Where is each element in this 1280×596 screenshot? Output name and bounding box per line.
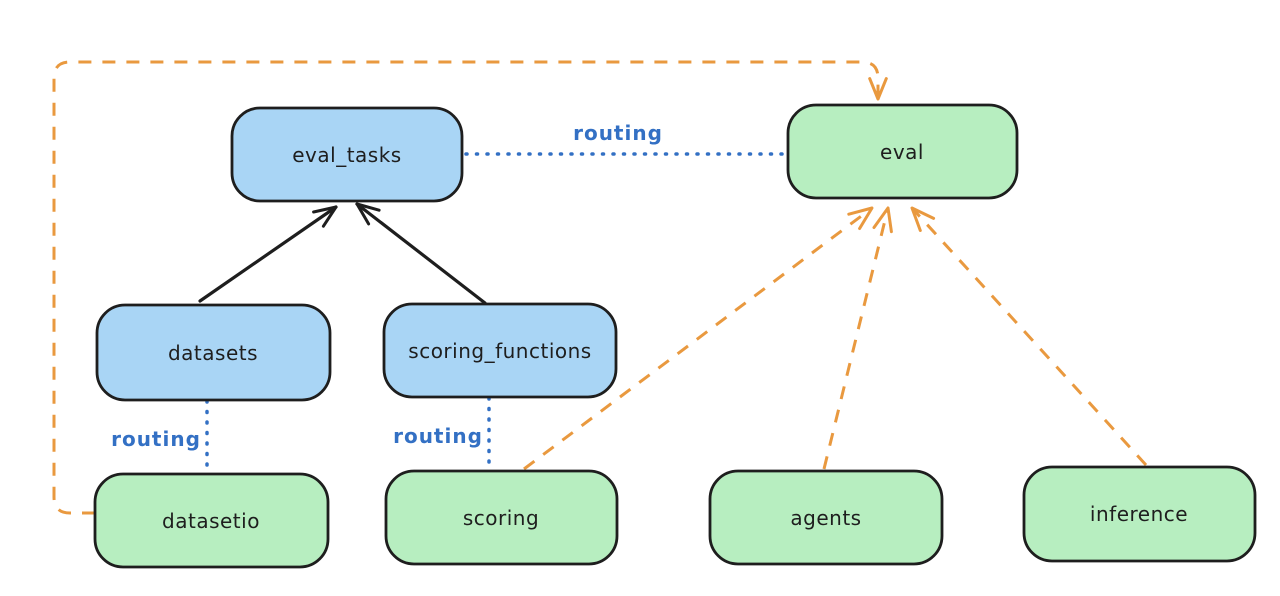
node-scoring_functions: scoring_functions: [382, 302, 618, 399]
edge-scoring_functions-eval_tasks: [355, 202, 487, 305]
node-agents-box: [708, 469, 944, 566]
arrowhead-scoring_functions-eval_tasks: [355, 202, 381, 226]
arrowhead-datasetio-eval: [868, 77, 888, 101]
arrowhead-datasets-eval_tasks: [312, 205, 338, 228]
node-eval_tasks: eval_tasks: [230, 106, 464, 203]
edge-datasets-datasetio: routing: [111, 399, 209, 473]
arrowhead-inference-eval: [910, 206, 936, 232]
node-scoring-box: [384, 469, 619, 566]
node-scoring: scoring: [384, 469, 619, 566]
node-datasets: datasets: [95, 303, 332, 402]
node-inference-label: inference: [1090, 502, 1188, 526]
node-eval-label: eval: [880, 140, 924, 164]
node-inference-box: [1022, 465, 1257, 563]
edge-scoring-eval: [523, 206, 874, 471]
node-agents-label: agents: [790, 506, 861, 530]
edge-scoring_functions-scoring: routing: [393, 396, 491, 470]
node-datasets-label: datasets: [168, 341, 258, 365]
node-eval-box: [786, 103, 1019, 200]
arrowhead-agents-eval: [872, 206, 893, 234]
edge-inference-eval-line: [910, 206, 1148, 467]
node-inference: inference: [1022, 465, 1257, 563]
node-eval_tasks-label: eval_tasks: [292, 143, 401, 167]
edge-label-routing-top: routing: [573, 121, 663, 145]
edge-agents-eval-line: [822, 207, 890, 470]
node-datasets-box: [95, 303, 332, 402]
edge-datasets-eval_tasks: [198, 205, 338, 303]
node-scoring-label: scoring: [463, 506, 539, 530]
edge-agents-eval: [822, 206, 893, 470]
edge-datasetio-eval: [52, 60, 888, 515]
node-eval_tasks-box: [230, 106, 464, 203]
edge-label-routing-middle: routing: [393, 424, 483, 448]
edge-eval_tasks-eval: routing: [464, 121, 788, 156]
node-datasetio: datasetio: [93, 472, 330, 569]
node-datasetio-label: datasetio: [162, 509, 260, 533]
node-eval: eval: [786, 103, 1019, 200]
edge-scoring_functions-eval_tasks-line: [355, 202, 487, 305]
node-scoring_functions-label: scoring_functions: [408, 339, 591, 363]
arrowhead-scoring-eval: [847, 206, 874, 230]
edge-inference-eval: [910, 206, 1148, 467]
edge-scoring-eval-line: [523, 206, 873, 471]
node-agents: agents: [708, 469, 944, 566]
edge-datasetio-eval-line: [52, 60, 880, 515]
node-datasetio-box: [93, 472, 330, 569]
node-scoring_functions-box: [382, 302, 618, 399]
edge-datasets-eval_tasks-line: [198, 205, 338, 303]
edge-label-routing-left: routing: [111, 427, 201, 451]
